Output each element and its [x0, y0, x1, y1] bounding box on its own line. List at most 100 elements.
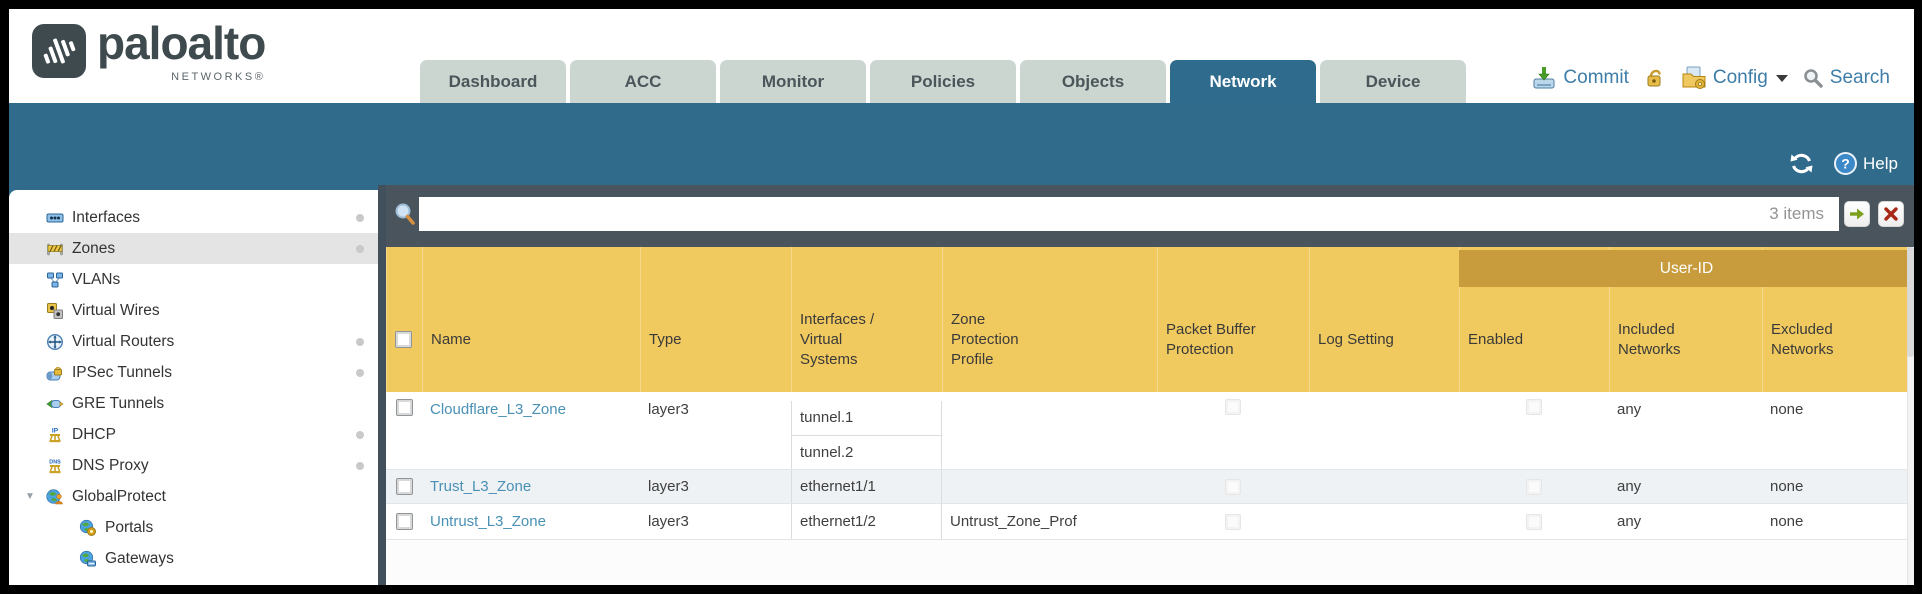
sidebar-item-interfaces[interactable]: Interfaces — [9, 202, 378, 233]
apply-filter-button[interactable] — [1844, 201, 1870, 227]
gre-tunnels-icon — [46, 399, 64, 408]
dhcp-icon: IP — [49, 427, 61, 442]
refresh-icon[interactable] — [1788, 150, 1815, 177]
virtual-wires-icon — [47, 302, 63, 319]
commit-button[interactable]: Commit — [1531, 65, 1629, 91]
dns-proxy-icon: DNS — [49, 459, 61, 473]
sub-header-band: ? Help — [9, 103, 1914, 185]
sidebar-item-ipsec-tunnels[interactable]: IPSec Tunnels — [9, 357, 378, 388]
sidebar-divider — [378, 185, 386, 585]
column-header-excluded-networks[interactable]: Excluded Networks — [1762, 247, 1914, 392]
sidebar-item-label: Zones — [72, 239, 116, 257]
portals-icon — [79, 519, 96, 536]
sidebar-item-dhcp[interactable]: IP DHCP — [9, 419, 378, 450]
zone-name-link[interactable]: Cloudflare_L3_Zone — [430, 401, 566, 418]
column-header-name[interactable]: Name — [422, 247, 640, 392]
column-header-interfaces[interactable]: Interfaces / Virtual Systems — [791, 247, 942, 392]
config-label: Config — [1712, 67, 1768, 88]
sidebar-item-gateways[interactable]: Gateways — [9, 543, 378, 574]
sidebar-item-label: Virtual Routers — [72, 332, 175, 350]
search-label: Search — [1829, 67, 1890, 88]
clear-filter-button[interactable] — [1878, 201, 1904, 227]
column-header-enabled[interactable]: Enabled — [1459, 247, 1609, 392]
user-id-enabled-checkbox[interactable] — [1526, 399, 1542, 415]
packet-buffer-protection-checkbox[interactable] — [1225, 478, 1241, 495]
zone-interfaces-cell: tunnel.1 tunnel.2 — [791, 392, 942, 469]
tab-dashboard[interactable]: Dashboard — [420, 60, 566, 103]
sidebar-item-gre-tunnels[interactable]: GRE Tunnels — [9, 388, 378, 419]
lock-button[interactable] — [1643, 66, 1667, 90]
svg-text:IP: IP — [52, 427, 59, 434]
help-icon: ? — [1834, 152, 1858, 175]
sidebar-item-label: IPSec Tunnels — [72, 363, 172, 381]
zone-type-cell: layer3 — [648, 401, 689, 418]
main-nav-tabs: Dashboard ACC Monitor Policies Objects N… — [420, 60, 1470, 103]
vertical-scrollbar[interactable] — [1907, 247, 1914, 585]
sidebar-item-globalprotect[interactable]: ▼ GlobalProtect — [9, 481, 378, 512]
sidebar-item-zones[interactable]: Zones — [9, 233, 378, 264]
column-header-log-setting[interactable]: Log Setting — [1309, 247, 1459, 392]
row-checkbox[interactable] — [395, 399, 413, 416]
top-bar: paloalto NETWORKS® Dashboard ACC Monitor… — [9, 9, 1914, 103]
ipsec-tunnels-icon — [46, 366, 62, 380]
zone-name-link[interactable]: Untrust_L3_Zone — [430, 513, 546, 530]
zone-type-cell: layer3 — [648, 513, 689, 530]
row-checkbox[interactable] — [395, 478, 413, 495]
log-setting-cell — [1309, 392, 1459, 469]
tab-acc[interactable]: ACC — [570, 60, 716, 103]
zone-protection-profile-cell — [942, 392, 1157, 469]
row-checkbox[interactable] — [395, 513, 413, 530]
column-header-packet-buffer-protection[interactable]: Packet Buffer Protection — [1157, 247, 1309, 392]
tab-objects[interactable]: Objects — [1020, 60, 1166, 103]
config-icon — [1682, 66, 1706, 89]
sidebar-item-label: Gateways — [105, 549, 174, 567]
help-button[interactable]: ? Help — [1833, 151, 1898, 176]
packet-buffer-protection-checkbox[interactable] — [1225, 513, 1241, 530]
logo-sub-text: NETWORKS® — [171, 71, 266, 83]
config-button[interactable]: Config — [1681, 65, 1788, 91]
sidebar-item-virtual-routers[interactable]: Virtual Routers — [9, 326, 378, 357]
sidebar-item-portals[interactable]: Portals — [9, 512, 378, 543]
paloalto-logo: paloalto NETWORKS® — [31, 17, 266, 83]
filter-bar: 3 items — [386, 185, 1914, 247]
sidebar-item-label: GlobalProtect — [72, 487, 166, 505]
search-icon — [1803, 69, 1823, 88]
log-setting-cell — [1309, 504, 1459, 539]
sidebar-item-virtual-wires[interactable]: Virtual Wires — [9, 295, 378, 326]
filter-input[interactable] — [419, 197, 1839, 231]
interface-item: tunnel.2 — [791, 434, 942, 469]
tab-network[interactable]: Network — [1170, 60, 1316, 103]
select-all-checkbox[interactable] — [395, 331, 412, 348]
tab-device[interactable]: Device — [1320, 60, 1466, 103]
user-id-enabled-checkbox[interactable] — [1526, 513, 1542, 530]
table-row: Cloudflare_L3_Zone layer3 tunnel.1 tunne… — [386, 392, 1914, 470]
user-id-group-header: User-ID — [1459, 250, 1914, 287]
interface-item: tunnel.1 — [791, 401, 942, 435]
column-header-zone-protection-profile[interactable]: Zone Protection Profile — [942, 247, 1157, 392]
sidebar-item-label: Virtual Wires — [72, 301, 160, 319]
commit-label: Commit — [1563, 67, 1629, 88]
select-all-header — [386, 247, 422, 392]
packet-buffer-protection-checkbox[interactable] — [1225, 399, 1241, 415]
scrollbar-thumb[interactable] — [1907, 247, 1914, 357]
tree-collapse-icon[interactable]: ▼ — [25, 491, 35, 502]
svg-text:?: ? — [1841, 156, 1850, 172]
sidebar-item-dns-proxy[interactable]: DNS DNS Proxy — [9, 450, 378, 481]
tab-monitor[interactable]: Monitor — [720, 60, 866, 103]
column-header-type[interactable]: Type — [640, 247, 791, 392]
svg-text:DNS: DNS — [49, 459, 61, 465]
included-networks-cell: any — [1617, 478, 1642, 495]
item-count: 3 items — [1769, 204, 1824, 223]
zone-name-link[interactable]: Trust_L3_Zone — [430, 478, 532, 495]
user-id-enabled-checkbox[interactable] — [1526, 478, 1542, 495]
zones-panel: 3 items User-ID Name Type — [386, 185, 1914, 585]
help-label: Help — [1863, 153, 1898, 173]
tab-policies[interactable]: Policies — [870, 60, 1016, 103]
network-sidebar: Interfaces Zones — [9, 190, 378, 585]
zones-table-body: Cloudflare_L3_Zone layer3 tunnel.1 tunne… — [386, 392, 1914, 540]
sidebar-item-vlans[interactable]: VLANs — [9, 264, 378, 295]
search-button[interactable]: Search — [1802, 67, 1890, 89]
column-header-included-networks[interactable]: Included Networks — [1609, 247, 1762, 392]
sidebar-item-label: Portals — [105, 518, 154, 536]
included-networks-cell: any — [1617, 513, 1642, 530]
